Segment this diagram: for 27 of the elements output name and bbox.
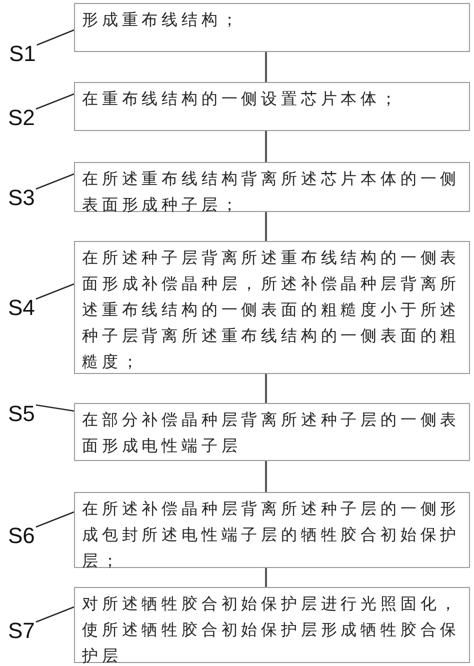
connector-line bbox=[265, 374, 267, 403]
leader-line bbox=[36, 606, 74, 623]
leader-line bbox=[36, 511, 74, 528]
step-label: S1 bbox=[9, 42, 36, 66]
process-box: 对所述牺牲胶合初始保护层进行光照固化，使所述牺牲胶合初始保护层形成牺牲胶合保护层 bbox=[74, 587, 470, 663]
step-label: S2 bbox=[8, 106, 35, 130]
leader-line bbox=[36, 404, 74, 412]
process-box: 在部分补偿晶种层背离所述种子层的一侧表面形成电性端子层 bbox=[74, 403, 470, 461]
process-box: 在重布线结构的一侧设置芯片本体； bbox=[74, 82, 470, 131]
step-label: S4 bbox=[8, 296, 35, 320]
leader-line bbox=[36, 283, 74, 300]
step-label: S7 bbox=[8, 619, 35, 643]
process-box: 在所述补偿晶种层背离所述种子层的一侧形成包封所述电性端子层的牺牲胶合初始保护层； bbox=[74, 492, 470, 568]
connector-line bbox=[265, 461, 267, 492]
leader-line bbox=[36, 93, 74, 110]
connector-line bbox=[265, 131, 267, 162]
connector-line bbox=[265, 52, 267, 82]
step-label: S3 bbox=[8, 186, 35, 210]
leader-line bbox=[36, 29, 74, 46]
process-box: 形成重布线结构； bbox=[74, 3, 470, 52]
step-label: S6 bbox=[8, 524, 35, 548]
process-box: 在所述重布线结构背离所述芯片本体的一侧表面形成种子层； bbox=[74, 162, 470, 212]
process-box: 在所述种子层背离所述重布线结构的一侧表面形成补偿晶种层，所述补偿晶种层背离所述重布线结构的一侧表面的粗糙度小于所述种子层背离所述重布线结构的一侧表面的粗糙度； bbox=[74, 241, 470, 374]
connector-line bbox=[265, 212, 267, 241]
step-label: S5 bbox=[8, 402, 35, 426]
connector-line bbox=[265, 568, 267, 587]
leader-line bbox=[36, 173, 74, 190]
